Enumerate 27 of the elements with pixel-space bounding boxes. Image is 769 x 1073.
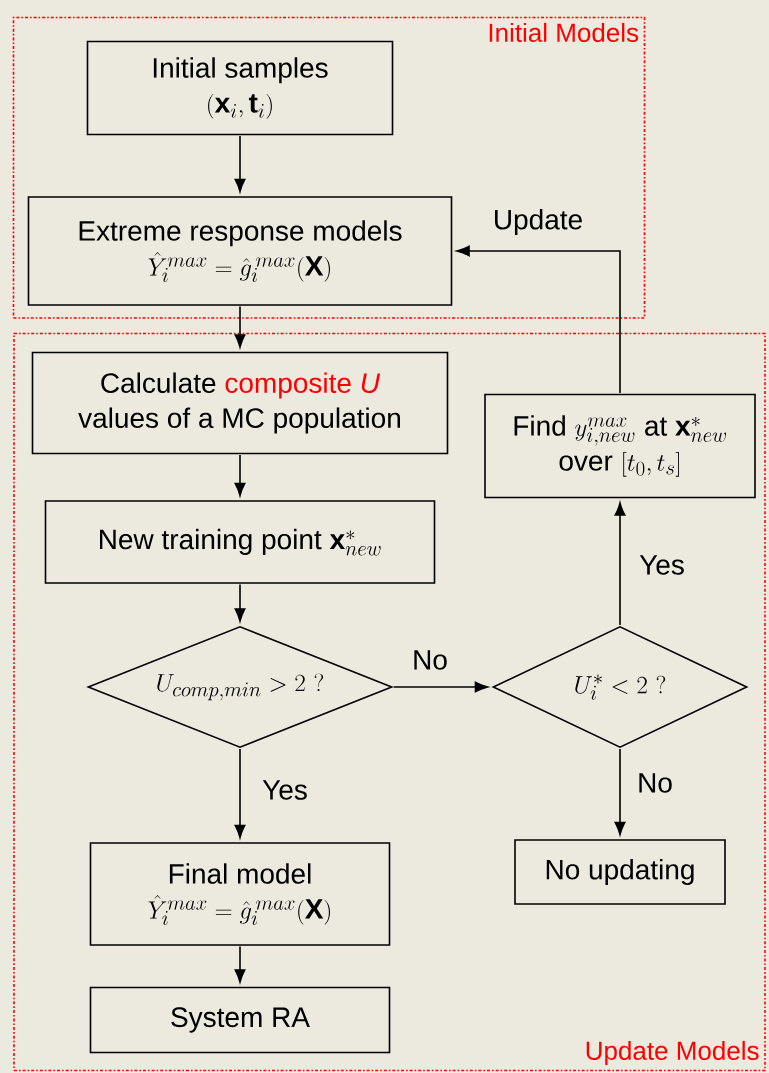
group-title: Update Models [586, 1040, 759, 1066]
arrow [234, 305, 246, 348]
arrow [234, 454, 246, 497]
arrow [392, 681, 489, 693]
arrow [234, 583, 246, 622]
edge-label: No [411, 649, 449, 671]
process-box: No updating [514, 839, 726, 905]
process-box: Extreme response models $\hat{Y}_i^{max}=\hat{g}_i^{\,max}(\mathbf{X})$ [27, 196, 453, 306]
arrow [234, 135, 246, 193]
process-box: Find $y^{max}_{i,new}$ at $\mathbf{x}^*_{new}$ over $[t_0,t_s]$ [484, 393, 756, 499]
process-box: Final model $\hat{Y}_i^{max}=\hat{g}_i^{\,max}(\mathbf{X})$ [89, 842, 391, 946]
process-box: Calculate composite U values of a MC population [31, 351, 449, 455]
arrow [456, 245, 621, 394]
arrow [234, 748, 246, 839]
arrow [234, 945, 246, 983]
process-box: Initial samples $(\mathbf{x}_i,\mathbf{t}_i)$ [86, 40, 394, 136]
group-title: Initial Models [489, 22, 639, 42]
edge-label: Update [491, 207, 585, 237]
edge-label: No [636, 772, 674, 794]
arrow [614, 502, 626, 626]
process-box: New training point $\mathbf{x}^*_{new}$ [44, 500, 436, 584]
group-frame [12, 16, 646, 319]
process-box: System RA [89, 986, 391, 1054]
edge-label: Yes [261, 779, 309, 801]
edge-label: Yes [638, 554, 686, 576]
arrow [614, 748, 626, 836]
group-frame [13, 332, 766, 1072]
